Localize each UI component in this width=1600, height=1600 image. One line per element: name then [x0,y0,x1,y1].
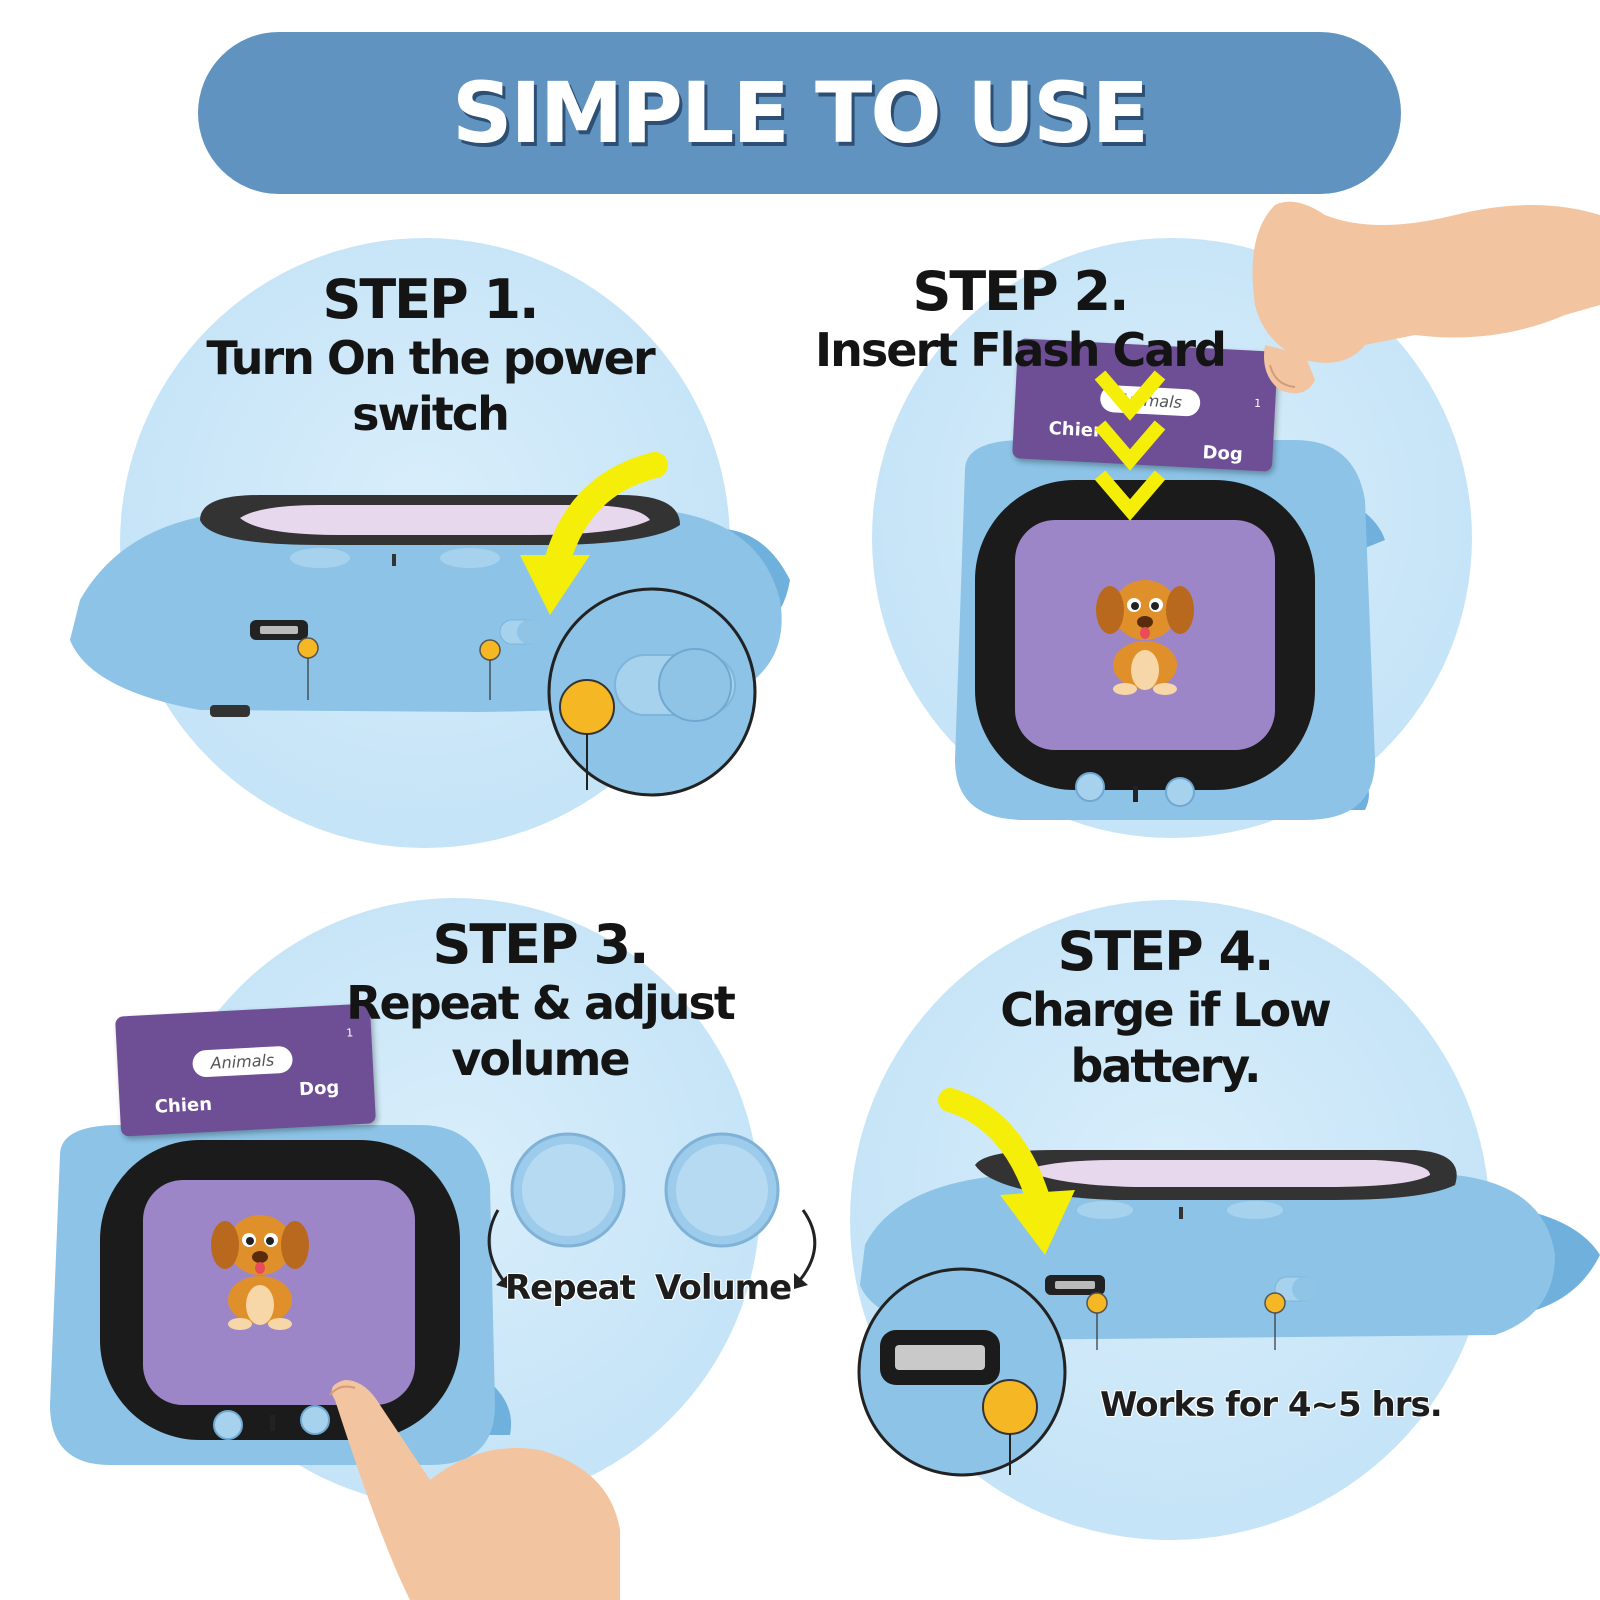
step3-title: STEP 3. Repeat & adjust volume [330,915,750,1087]
step3-text: Repeat & adjust volume [346,976,736,1086]
step4-number: STEP 4. [1057,920,1274,983]
volume-label: Volume [655,1268,792,1308]
volume-button-closeup[interactable] [662,1130,782,1250]
title-banner: SIMPLE TO USE [198,32,1401,194]
step1-arrow-icon [520,452,668,615]
volume-curve-arrow-icon [794,1209,817,1289]
banner-title: SIMPLE TO USE [451,64,1149,162]
step2-insert-arrow-icon [1094,370,1166,521]
step4-text: Charge if Low battery. [1000,983,1332,1093]
repeat-curve-arrow-icon [487,1209,510,1289]
step4-title: STEP 4. Charge if Low battery. [955,922,1375,1094]
step2-number: STEP 2. [912,260,1129,323]
step2-hand-image [1252,201,1600,394]
step1-text: Turn On the power switch [206,331,655,441]
step2-title: STEP 2. Insert Flash Card [790,262,1250,378]
step4-arrow-icon [938,1088,1075,1255]
card-category-label: Animals [191,1045,293,1078]
step3-finger-image [329,1380,620,1600]
card-word-left: Chien [154,1093,213,1118]
card-word-right: Dog [1202,442,1244,466]
step4-usb-port-zoom [857,1267,1067,1477]
dog-illustration-icon [211,1215,309,1330]
repeat-label: Repeat [505,1268,636,1308]
repeat-button-closeup[interactable] [508,1130,628,1250]
step3-number: STEP 3. [432,913,649,976]
step1-number: STEP 1. [322,268,539,331]
step2-text: Insert Flash Card [815,323,1227,377]
dog-illustration-icon [1096,580,1194,695]
step1-title: STEP 1. Turn On the power switch [170,270,690,442]
step1-switch-zoom [547,587,757,797]
battery-note: Works for 4~5 hrs. [1100,1385,1443,1425]
